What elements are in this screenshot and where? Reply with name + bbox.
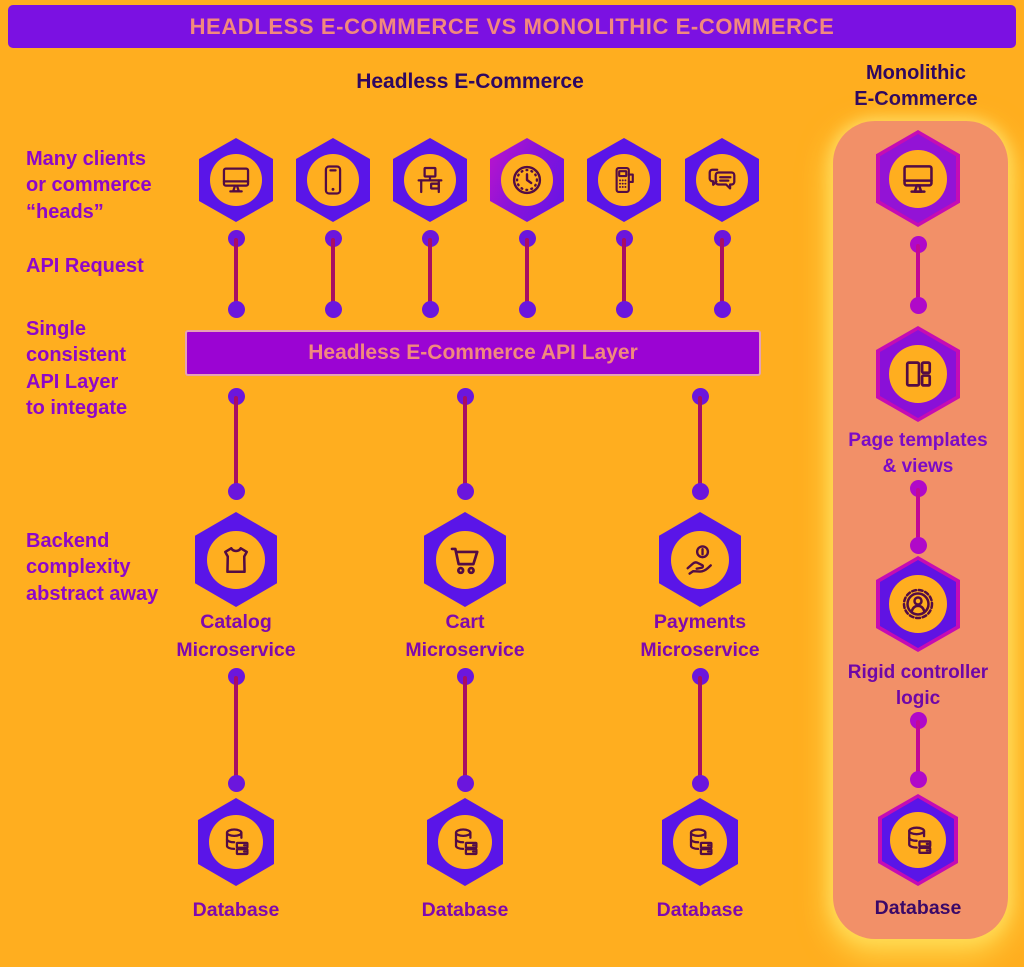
- side-label-backend-complexity: Backend complexity abstract away: [26, 530, 159, 605]
- rigid-controller-node: [876, 556, 960, 652]
- client-node-tv-desk: [393, 138, 467, 222]
- page-templates-node: [876, 326, 960, 422]
- cart-microservice-node: [424, 512, 506, 607]
- monolithic-database-label: Database: [874, 897, 962, 919]
- database-connector: [691, 668, 709, 792]
- chat-bubbles-icon: [696, 154, 748, 206]
- banner-title: HEADLESS E-COMMERCE VS MONOLITHIC E-COMM…: [189, 13, 835, 39]
- catalog-database-node: [198, 798, 274, 886]
- client-node-pos-terminal: [587, 138, 661, 222]
- monolithic-database-node: [878, 794, 958, 886]
- api-request-connector: [615, 230, 633, 318]
- monolithic-section-title: Monolithic E-Commerce: [854, 62, 978, 110]
- database-icon: [438, 815, 492, 869]
- catalog-microservice-label: Catalog Microservice: [176, 611, 296, 662]
- payments-database-node: [662, 798, 738, 886]
- page-layout-icon: [889, 345, 947, 403]
- tshirt-icon: [207, 530, 265, 589]
- desktop-monitor-icon: [210, 154, 262, 206]
- client-node-chat: [685, 138, 759, 222]
- monolithic-connector: [909, 712, 927, 788]
- side-label-api-request: API Request: [26, 255, 144, 277]
- side-label-many-clients: Many clients or commerce “heads”: [26, 148, 152, 223]
- client-node-desktop: [199, 138, 273, 222]
- client-node-clock: [490, 138, 564, 222]
- database-label: Database: [656, 899, 744, 921]
- client-node-smartphone: [296, 138, 370, 222]
- headless-section-title: Headless E-Commerce: [356, 70, 584, 93]
- database-label: Database: [192, 899, 280, 921]
- api-request-connector: [227, 230, 245, 318]
- microservice-connector: [456, 388, 474, 500]
- smartphone-icon: [307, 154, 359, 206]
- rigid-controller-label: Rigid controller logic: [847, 662, 989, 709]
- clock-icon: [501, 154, 553, 206]
- shopping-cart-icon: [436, 530, 494, 589]
- payments-microservice-label: Payments Microservice: [640, 611, 760, 662]
- database-icon: [209, 815, 263, 869]
- api-request-connector: [518, 230, 536, 318]
- monolithic-client-node: [876, 130, 960, 227]
- monolithic-connector: [909, 480, 927, 554]
- title-banner: HEADLESS E-COMMERCE VS MONOLITHIC E-COMM…: [8, 5, 1016, 48]
- catalog-microservice-node: [195, 512, 277, 607]
- cart-microservice-label: Cart Microservice: [405, 611, 525, 662]
- microservice-connector: [691, 388, 709, 500]
- api-layer-bar: Headless E-Commerce API Layer: [185, 330, 761, 376]
- database-icon: [673, 815, 727, 869]
- api-request-connector: [324, 230, 342, 318]
- monolithic-connector: [909, 236, 927, 314]
- database-connector: [227, 668, 245, 792]
- side-label-single-api-layer: Single consistent API Layer to integate: [26, 318, 128, 420]
- tv-desk-icon: [404, 154, 456, 206]
- desktop-monitor-icon: [889, 149, 947, 208]
- cart-database-node: [427, 798, 503, 886]
- database-connector: [456, 668, 474, 792]
- hand-dollar-icon: [671, 530, 729, 589]
- microservice-connector: [227, 388, 245, 500]
- database-label: Database: [421, 899, 509, 921]
- api-layer-label: Headless E-Commerce API Layer: [308, 341, 638, 364]
- gear-user-icon: [889, 575, 947, 633]
- api-request-connector: [421, 230, 439, 318]
- page-templates-label: Page templates & views: [848, 430, 988, 477]
- payments-microservice-node: [659, 512, 741, 607]
- pos-terminal-icon: [598, 154, 650, 206]
- api-request-connector: [713, 230, 731, 318]
- database-icon: [890, 812, 946, 868]
